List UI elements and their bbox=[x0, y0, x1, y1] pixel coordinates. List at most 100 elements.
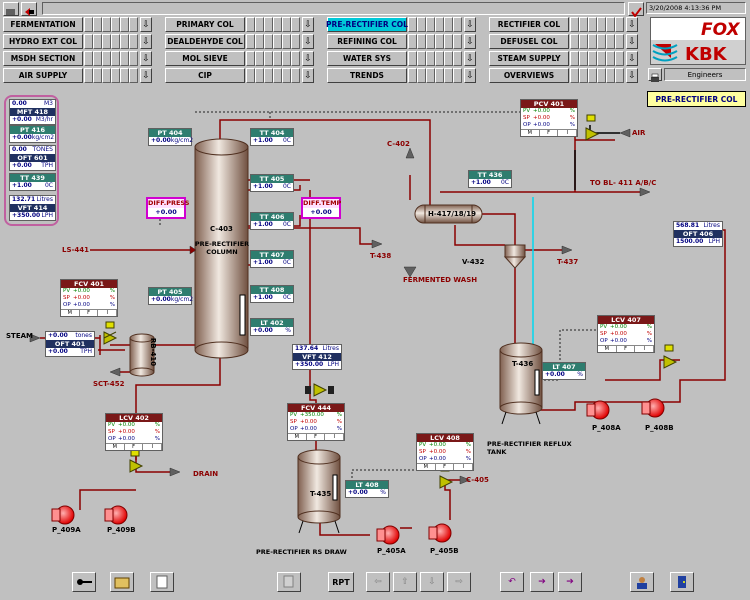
instrument-lt407[interactable]: LT 407+0.00% bbox=[542, 362, 586, 380]
mode-manual[interactable]: M bbox=[61, 310, 80, 316]
right-arrow-button[interactable]: ⇨ bbox=[447, 572, 471, 592]
mode-manual[interactable]: M bbox=[598, 346, 617, 352]
nav-dropdown-button[interactable]: ⇩ bbox=[626, 68, 638, 83]
nav-dropdown-button[interactable]: ⇩ bbox=[140, 68, 152, 83]
instrument-lt402[interactable]: LT 402+0.00% bbox=[250, 318, 294, 336]
nav-fermentation[interactable]: FERMENTATION bbox=[3, 17, 83, 32]
nav-dropdown-button[interactable]: ⇩ bbox=[302, 68, 314, 83]
mode-forced[interactable]: F bbox=[436, 464, 455, 470]
nav-dropdown-button[interactable]: ⇩ bbox=[140, 17, 152, 32]
mode-interlock[interactable]: I bbox=[635, 346, 655, 352]
alarm-diffpress[interactable]: DIFF.PRESS+0.00 bbox=[146, 197, 190, 219]
nav-mol-sieve[interactable]: MOL SIEVE bbox=[165, 51, 245, 66]
alarm-difftemp[interactable]: DIFF.TEMP+0.00 bbox=[301, 197, 341, 219]
nav-msdh-section[interactable]: MSDH SECTION bbox=[3, 51, 83, 66]
label-fermented-wash: FERMENTED WASH bbox=[403, 276, 478, 284]
mode-manual[interactable]: M bbox=[106, 444, 125, 450]
nav-primary-col[interactable]: PRIMARY COL bbox=[165, 17, 245, 32]
nav-defusel-col[interactable]: DEFUSEL COL bbox=[489, 34, 569, 49]
nav-steam-supply[interactable]: STEAM SUPPLY bbox=[489, 51, 569, 66]
arrow-down-icon: ⇩ bbox=[304, 70, 312, 81]
mode-interlock[interactable]: I bbox=[325, 434, 345, 440]
nav-dropdown-button[interactable]: ⇩ bbox=[626, 17, 638, 32]
nav-dropdown-button[interactable]: ⇩ bbox=[140, 51, 152, 66]
mode-forced[interactable]: F bbox=[540, 130, 559, 136]
nav-hydro-ext-col[interactable]: HYDRO EXT COL bbox=[3, 34, 83, 49]
nav-dropdown-button[interactable]: ⇩ bbox=[302, 51, 314, 66]
nav-overviews[interactable]: OVERVIEWS bbox=[489, 68, 569, 83]
nav-trends[interactable]: TRENDS bbox=[327, 68, 407, 83]
operator-button[interactable] bbox=[630, 572, 654, 592]
label-v432: V-432 bbox=[462, 258, 485, 266]
back-button[interactable] bbox=[3, 2, 19, 16]
nav-dealdehyde-col[interactable]: DEALDEHYDE COL bbox=[165, 34, 245, 49]
nav-dropdown-button[interactable]: ⇩ bbox=[140, 34, 152, 49]
nav-air-supply[interactable]: AIR SUPPLY bbox=[3, 68, 83, 83]
nav-cip[interactable]: CIP bbox=[165, 68, 245, 83]
up-arrow-button[interactable]: ⇧ bbox=[393, 572, 417, 592]
nav-dropdown-button[interactable]: ⇩ bbox=[626, 51, 638, 66]
nav-dropdown-button[interactable]: ⇩ bbox=[302, 17, 314, 32]
nav-dropdown-button[interactable]: ⇩ bbox=[464, 17, 476, 32]
next-display-button[interactable]: ➔ bbox=[530, 572, 554, 592]
home-button[interactable] bbox=[21, 2, 37, 16]
mode-forced[interactable]: F bbox=[125, 444, 144, 450]
key-button[interactable] bbox=[72, 572, 96, 592]
exit-button[interactable] bbox=[670, 572, 694, 592]
mode-manual[interactable]: M bbox=[417, 464, 436, 470]
nav-dropdown-button[interactable]: ⇩ bbox=[302, 34, 314, 49]
folder-button[interactable] bbox=[110, 572, 134, 592]
down-arrow-button[interactable]: ⇩ bbox=[420, 572, 444, 592]
undo-button[interactable]: ↶ bbox=[500, 572, 524, 592]
instrument-lt408[interactable]: LT 408+0.00% bbox=[345, 480, 389, 498]
copy-button[interactable] bbox=[277, 572, 301, 592]
mode-interlock[interactable]: I bbox=[558, 130, 578, 136]
nav-dropdown-button[interactable]: ⇩ bbox=[464, 34, 476, 49]
nav-refining-col[interactable]: REFINING COL bbox=[327, 34, 407, 49]
nav-pre-rectifier-col[interactable]: PRE-RECTIFIER COL bbox=[326, 17, 408, 32]
print-button[interactable] bbox=[648, 68, 662, 82]
exit-door-icon bbox=[678, 576, 686, 588]
nav-water-sys[interactable]: WATER SYS bbox=[327, 51, 407, 66]
nav-dropdown-button[interactable]: ⇩ bbox=[464, 68, 476, 83]
mode-interlock[interactable]: I bbox=[143, 444, 163, 450]
mode-forced[interactable]: F bbox=[80, 310, 99, 316]
mode-manual[interactable]: M bbox=[521, 130, 540, 136]
report-button[interactable] bbox=[150, 572, 174, 592]
mode-forced[interactable]: F bbox=[307, 434, 326, 440]
nav-dropdown-button[interactable]: ⇩ bbox=[626, 34, 638, 49]
left-arrow-button[interactable]: ⇦ bbox=[366, 572, 390, 592]
totalizer-unit: M3 bbox=[44, 100, 53, 107]
mode-interlock[interactable]: I bbox=[98, 310, 118, 316]
rpt-button[interactable]: RPT bbox=[328, 572, 354, 592]
alarm-button[interactable] bbox=[628, 2, 644, 18]
mode-interlock[interactable]: I bbox=[454, 464, 474, 470]
nav-dropdown-button[interactable]: ⇩ bbox=[464, 51, 476, 66]
mode-forced[interactable]: F bbox=[617, 346, 636, 352]
forward-button[interactable]: ➔ bbox=[558, 572, 582, 592]
mode-manual[interactable]: M bbox=[288, 434, 307, 440]
nav-rectifier-col[interactable]: RECTIFIER COL bbox=[489, 17, 569, 32]
